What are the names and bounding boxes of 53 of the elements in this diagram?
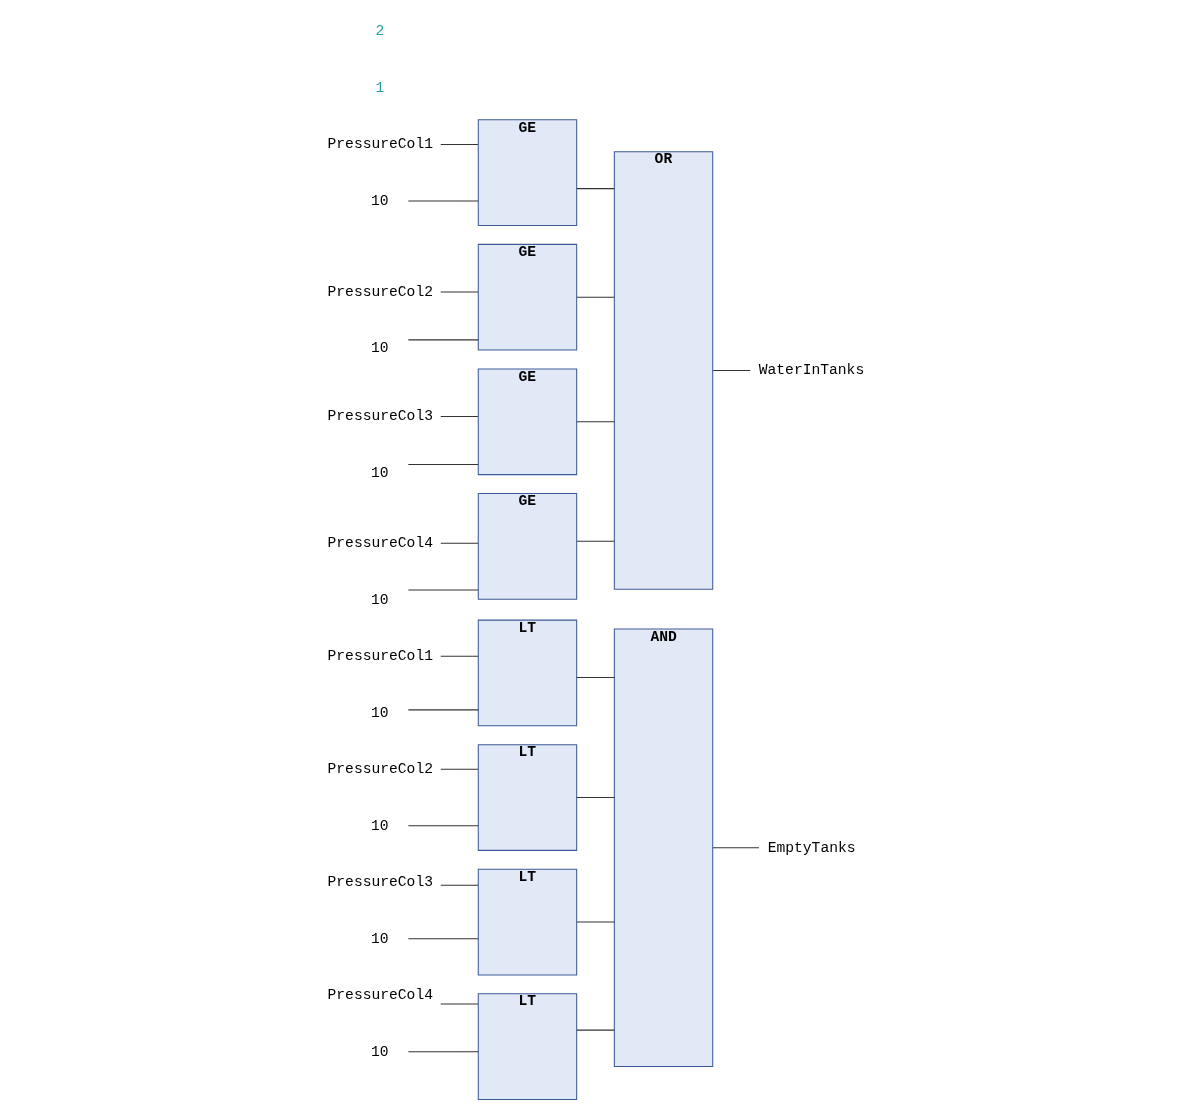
- connector: [407, 589, 479, 591]
- node-box: GE: [477, 368, 577, 476]
- node-text: 10: [370, 464, 389, 481]
- node-text: 10: [370, 704, 389, 721]
- connector: [439, 542, 478, 544]
- node-box: LT: [477, 744, 577, 851]
- connector: [439, 416, 478, 418]
- node-box: GE: [477, 119, 577, 227]
- label: 1: [374, 79, 384, 96]
- connector: [407, 339, 479, 341]
- node-text: 10: [370, 930, 389, 947]
- node-text: PressureCol3: [327, 408, 433, 425]
- connector: [407, 1051, 479, 1053]
- node-text: 10: [370, 591, 389, 608]
- connector: [407, 938, 479, 940]
- connector: [575, 540, 615, 542]
- connector: [439, 655, 478, 657]
- connector: [407, 463, 479, 465]
- node-box: GE: [477, 492, 577, 600]
- connector: [575, 676, 615, 678]
- node-text: 10: [370, 340, 389, 357]
- connector: [575, 421, 615, 423]
- connector: [407, 825, 479, 827]
- connector: [575, 1029, 615, 1031]
- node-box: GE: [477, 243, 577, 351]
- connector: [407, 200, 479, 202]
- node-text: EmptyTanks: [767, 839, 856, 856]
- connector: [407, 709, 479, 711]
- node-text: PressureCol2: [327, 761, 433, 778]
- node-text: PressureCol1: [327, 136, 433, 153]
- node-text: PressureCol2: [327, 283, 433, 300]
- connector: [575, 797, 615, 799]
- connector: [712, 847, 759, 849]
- node-box: LT: [477, 993, 577, 1100]
- node-text: WaterInTanks: [758, 362, 864, 379]
- node-box: AND: [613, 628, 713, 1068]
- node-text: 10: [370, 817, 389, 834]
- connector: [439, 768, 478, 770]
- node-box: LT: [477, 619, 577, 727]
- connector: [439, 143, 478, 145]
- node-box: LT: [477, 868, 577, 976]
- connector: [712, 369, 751, 371]
- node-text: 10: [370, 192, 389, 209]
- node-box: OR: [613, 151, 713, 590]
- label: 2: [374, 23, 384, 40]
- node-text: PressureCol4: [327, 535, 433, 552]
- node-text: PressureCol3: [327, 874, 433, 891]
- connector: [575, 296, 615, 298]
- connector: [575, 188, 615, 190]
- node-text: 10: [370, 1043, 389, 1060]
- node-text: PressureCol1: [327, 648, 433, 665]
- node-text: PressureCol4: [327, 987, 433, 1004]
- connector: [439, 884, 478, 886]
